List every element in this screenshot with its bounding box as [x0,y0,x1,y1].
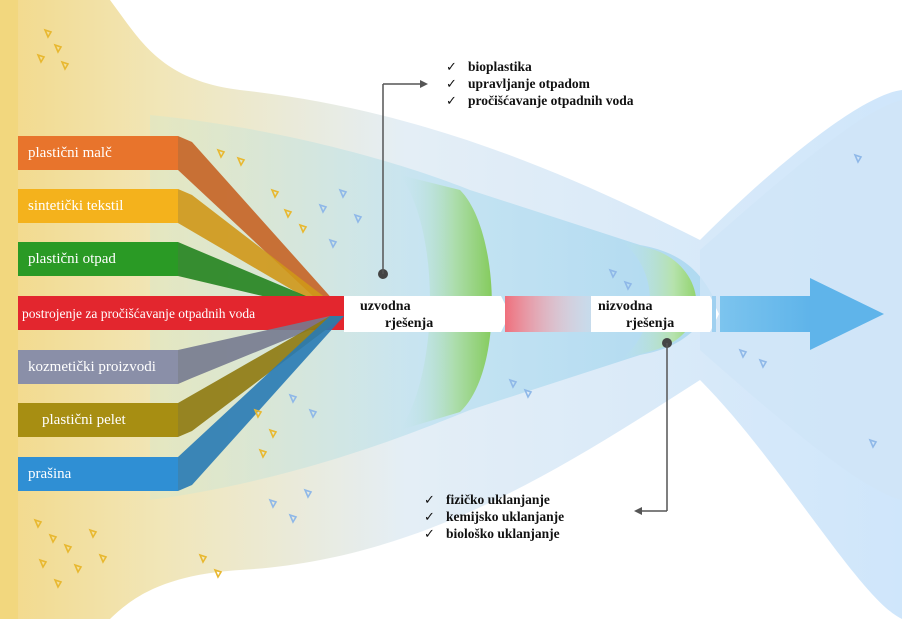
particle [198,553,208,564]
particle [60,60,70,71]
particle [283,208,293,219]
band-plasticni-otpad [18,242,344,312]
upstream-solution-item: ✓bioplastika [446,59,532,74]
particle [53,578,63,589]
main-flow-arrow [344,278,884,350]
particle [268,498,278,509]
source-label: prašina [28,466,72,482]
upstream-solution-item: ✓pročišćavanje otpadnih voda [446,93,634,108]
particle [508,378,518,389]
downstream-label: nizvodna rješenja [598,298,674,332]
band-connector [178,136,344,312]
downstream-connector [634,338,672,515]
particle [88,528,98,539]
particle [38,558,48,569]
band-rect [18,457,178,491]
outflow-arrowhead [810,278,884,350]
particle [236,156,246,167]
check-icon: ✓ [424,526,435,541]
band-prasina [18,316,344,491]
particle [53,43,63,54]
check-icon: ✓ [446,76,457,91]
band-connector [178,316,344,491]
particle [298,223,308,234]
particle [216,148,226,159]
particle [338,188,348,199]
check-icon: ✓ [446,59,457,74]
particle [523,388,533,399]
upstream-label-line2: rješenja [385,316,434,331]
particle [353,213,363,224]
source-label: plastični malč [28,145,112,161]
particle [98,553,108,564]
band-rect [18,189,178,223]
particle [268,428,278,439]
source-label: sintetički tekstil [28,198,124,214]
particle [328,238,338,249]
particle [43,28,53,39]
source-bands [18,136,344,491]
band-rect [18,242,178,276]
particle [213,568,223,579]
band-rect [18,296,344,330]
particle [270,188,280,199]
band-plasticni-malc [18,136,344,312]
particle [63,543,73,554]
particle [36,53,46,64]
particle [318,203,328,214]
check-icon: ✓ [446,93,457,108]
downstream-arrow-box [591,296,710,332]
particle [48,533,58,544]
particle [608,268,618,279]
particle [738,348,748,359]
band-connector [178,242,344,312]
downstream-solution-item: ✓fizičko uklanjanje [424,492,550,507]
particle [288,513,298,524]
particle [258,448,268,459]
upstream-label: uzvodna rješenja [360,298,433,332]
downstream-solution-item: ✓kemijsko uklanjanje [424,509,565,524]
downstream-solutions-list: ✓fizičko uklanjanje ✓kemijsko uklanjanje… [424,491,564,542]
source-label: plastični pelet [42,412,126,428]
upstream-label-line1: uzvodna [360,299,411,314]
check-icon: ✓ [424,509,435,524]
particle [33,518,43,529]
upstream-arrow-box [344,296,501,332]
band-rect [18,350,178,384]
middle-flow-segment [505,296,593,332]
source-label: postrojenje za pročišćavanje otpadnih vo… [22,306,256,321]
particle [868,438,878,449]
band-connector [178,316,344,384]
upstream-connector [378,80,428,279]
particle [758,358,768,369]
upstream-solution-item: ✓upravljanje otpadom [446,76,590,91]
particle [253,408,263,419]
band-rect [18,136,178,170]
particle [73,563,83,574]
source-label: plastični otpad [28,251,116,267]
band-sinteticki-tekstil [18,189,344,312]
outflow-arrow-body [720,296,810,332]
particle [288,393,298,404]
particle [623,280,633,291]
downstream-solution-item: ✓biološko uklanjanje [424,526,560,541]
source-label: kozmetički proizvodi [28,359,156,375]
downstream-label-line2: rješenja [626,316,675,331]
particle [308,408,318,419]
band-rect [18,403,178,437]
band-kozmeticki-proizvodi [18,316,344,384]
left-edge-strip [0,0,18,619]
microplastic-particles [33,28,878,589]
particle [303,488,313,499]
downstream-label-line1: nizvodna [598,299,653,314]
band-connector [178,189,344,312]
flow-stripe [712,296,716,332]
check-icon: ✓ [424,492,435,507]
band-postrojenje [18,296,344,330]
upstream-solutions-list: ✓bioplastika ✓upravljanje otpadom ✓proči… [446,58,634,109]
particle [853,153,863,164]
